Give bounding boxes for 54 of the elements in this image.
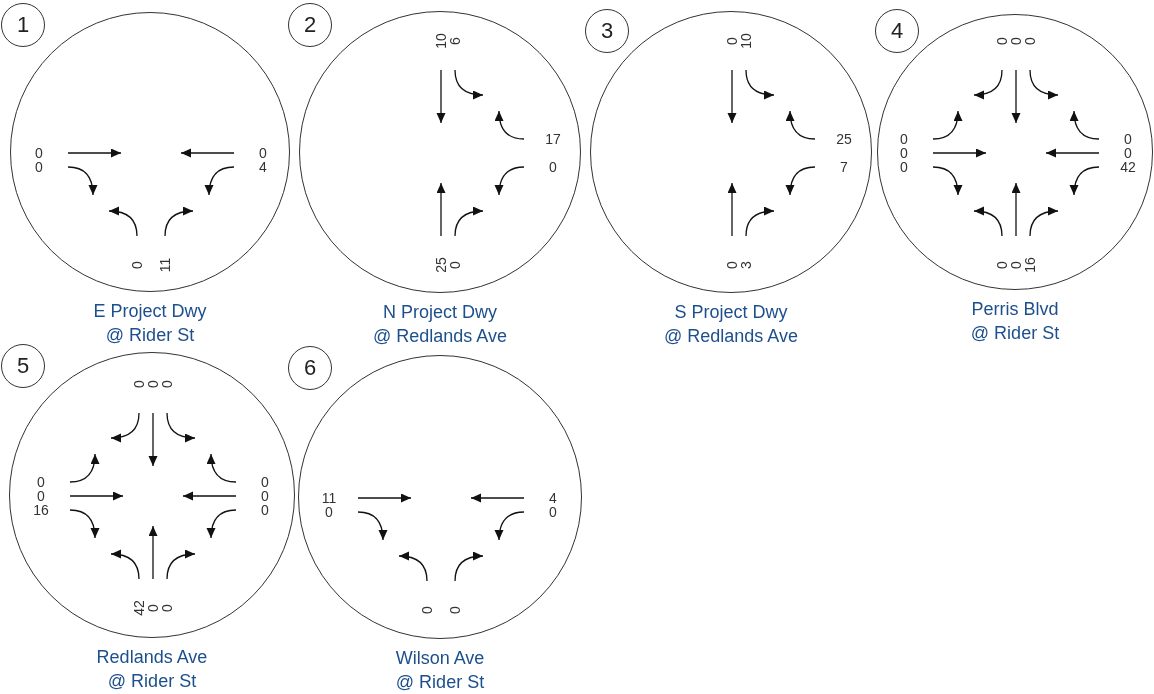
volume-label: 0 bbox=[1124, 132, 1132, 146]
volume-label: 0 bbox=[900, 132, 908, 146]
volume-label: 17 bbox=[545, 132, 561, 146]
volume-label: 0 bbox=[549, 505, 557, 519]
volume-label: 0 bbox=[448, 606, 462, 614]
volume-label: 16 bbox=[33, 503, 49, 517]
volume-label: 7 bbox=[840, 160, 848, 174]
volume-label: 0 bbox=[261, 503, 269, 517]
volume-label: 3 bbox=[739, 261, 753, 269]
volume-label: 4 bbox=[549, 491, 557, 505]
volume-label: 0 bbox=[261, 475, 269, 489]
intersection-name: S Project Dwy @ Redlands Ave bbox=[663, 301, 799, 348]
volume-label: 0 bbox=[37, 475, 45, 489]
volume-label: 10 bbox=[434, 33, 448, 49]
intersection-name: E Project Dwy @ Rider St bbox=[92, 300, 208, 347]
intersection-name: Wilson Ave @ Rider St bbox=[394, 647, 486, 694]
volume-label: 4 bbox=[259, 160, 267, 174]
volume-label: 0 bbox=[995, 261, 1009, 269]
volume-label: 0 bbox=[900, 146, 908, 160]
volume-label: 0 bbox=[725, 261, 739, 269]
volume-label: 0 bbox=[725, 37, 739, 45]
volume-label: 11 bbox=[321, 491, 337, 505]
volume-label: 0 bbox=[130, 261, 144, 269]
volume-label: 0 bbox=[35, 160, 43, 174]
volume-label: 0 bbox=[995, 37, 1009, 45]
intersection-name: Perris Blvd @ Rider St bbox=[969, 298, 1061, 345]
volume-label: 0 bbox=[261, 489, 269, 503]
volume-label: 11 bbox=[158, 257, 172, 273]
volume-label: 0 bbox=[259, 146, 267, 160]
intersection-name: Redlands Ave @ Rider St bbox=[95, 646, 209, 693]
intersection-name: N Project Dwy @ Redlands Ave bbox=[372, 301, 508, 348]
volume-label: 0 bbox=[1009, 37, 1023, 45]
volume-label: 6 bbox=[448, 37, 462, 45]
volume-label: 0 bbox=[325, 505, 333, 519]
volume-label: 0 bbox=[160, 604, 174, 612]
volume-label: 25 bbox=[836, 132, 852, 146]
volume-label: 0 bbox=[448, 261, 462, 269]
volume-label: 0 bbox=[146, 604, 160, 612]
volume-label: 16 bbox=[1023, 257, 1037, 273]
volume-label: 0 bbox=[900, 160, 908, 174]
volume-label: 0 bbox=[1124, 146, 1132, 160]
volume-label: 0 bbox=[146, 380, 160, 388]
volume-label: 10 bbox=[739, 33, 753, 49]
volume-label: 42 bbox=[132, 600, 146, 616]
volume-label: 0 bbox=[420, 606, 434, 614]
volume-label: 0 bbox=[1009, 261, 1023, 269]
volume-label: 0 bbox=[1023, 37, 1037, 45]
volume-label: 25 bbox=[434, 257, 448, 273]
volume-label: 0 bbox=[37, 489, 45, 503]
volume-label: 42 bbox=[1120, 160, 1136, 174]
volume-label: 0 bbox=[160, 380, 174, 388]
volume-label: 0 bbox=[35, 146, 43, 160]
volume-label: 0 bbox=[549, 160, 557, 174]
volume-label: 0 bbox=[132, 380, 146, 388]
